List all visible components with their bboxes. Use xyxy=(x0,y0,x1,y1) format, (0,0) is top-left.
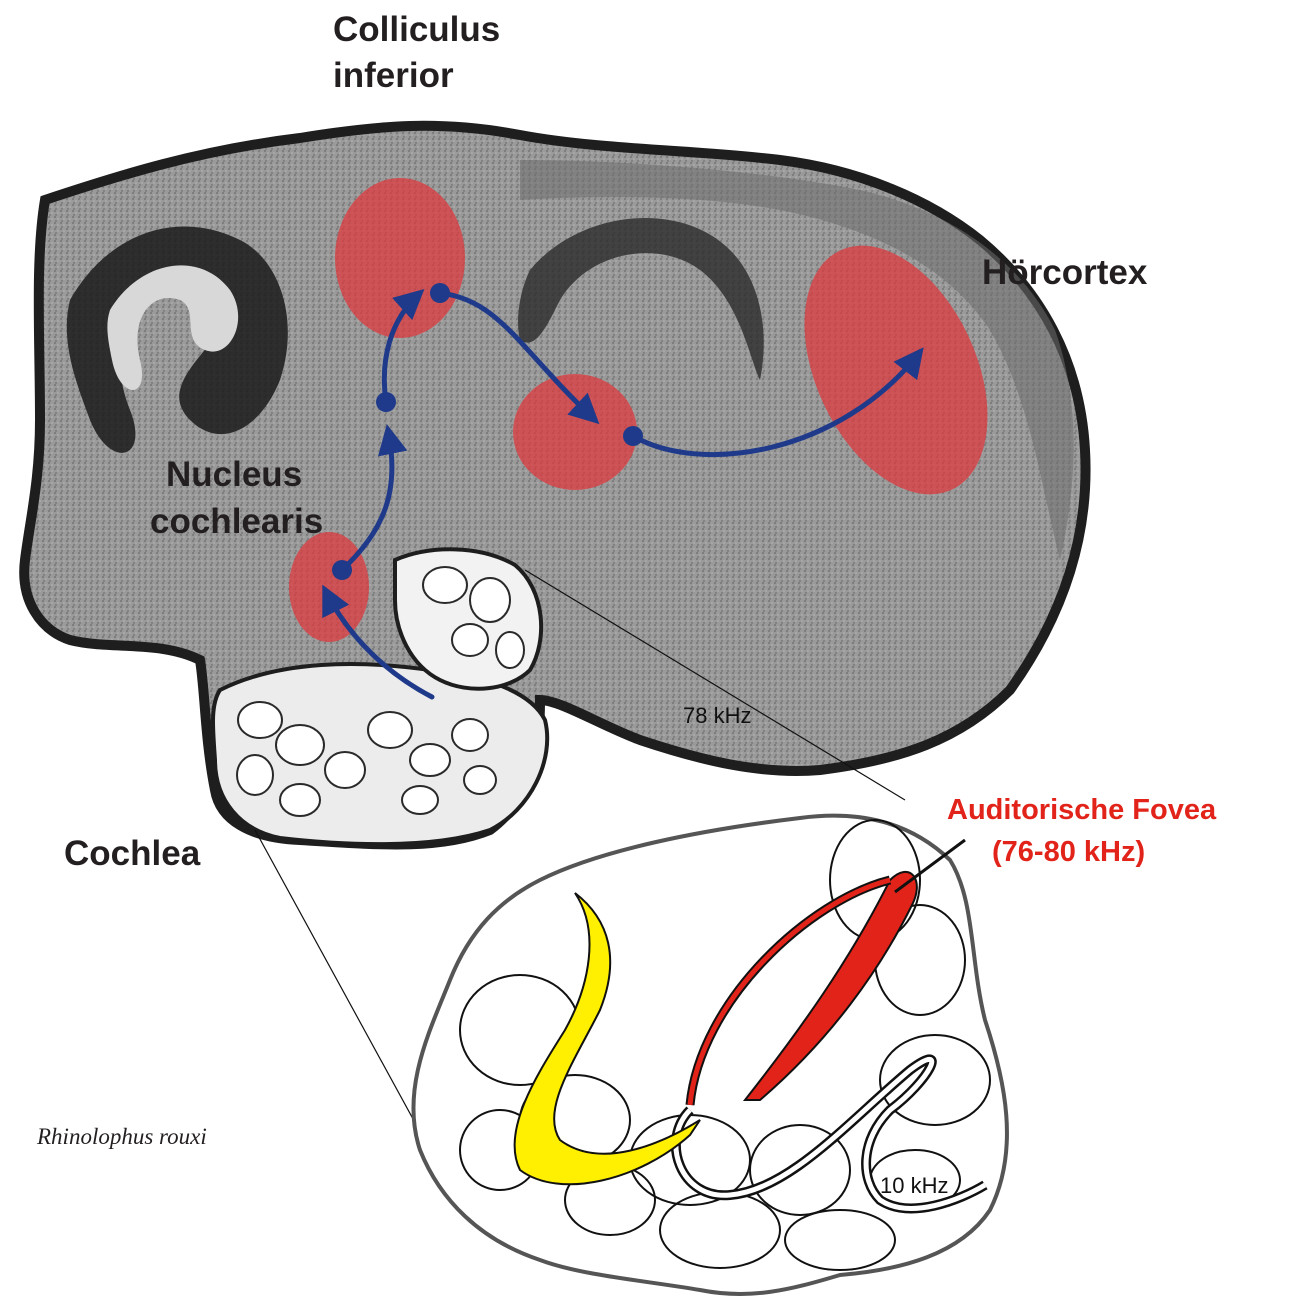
node-nucleus xyxy=(332,560,352,580)
label-nucleus-line1: Nucleus xyxy=(166,456,302,494)
nucleus-cochlearis-region xyxy=(289,532,369,642)
freq-78-label: 78 kHz xyxy=(683,703,751,728)
label-fovea-line2: (76-80 kHz) xyxy=(992,836,1145,868)
cochlea-outline xyxy=(413,816,1007,1294)
node-colliculus xyxy=(430,283,450,303)
label-colliculus-line2: inferior xyxy=(333,57,454,95)
label-fovea-line1: Auditorische Fovea xyxy=(947,794,1216,826)
species-name: Rhinolophus rouxi xyxy=(37,1124,207,1150)
cochlea-bone xyxy=(213,664,547,844)
label-cochlea: Cochlea xyxy=(64,835,200,873)
node-relay xyxy=(376,392,396,412)
label-nucleus-line2: cochlearis xyxy=(150,503,323,541)
freq-10-label: 10 kHz xyxy=(880,1173,948,1198)
label-colliculus-line1: Colliculus xyxy=(333,11,500,49)
thalamus-region xyxy=(513,374,637,490)
node-thalamus xyxy=(623,426,643,446)
label-hoercortex: Hörcortex xyxy=(982,254,1147,292)
